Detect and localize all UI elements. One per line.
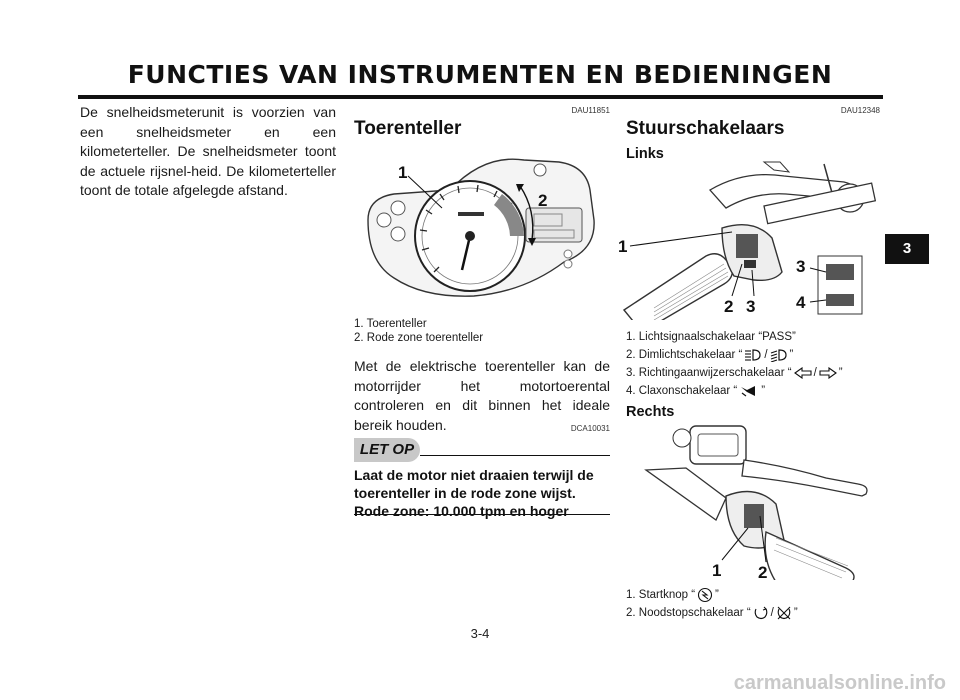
- right-caption-1: 1. Startknop “ ”: [626, 586, 886, 604]
- caution-text: Laat de motor niet draaien terwijl de to…: [354, 467, 594, 519]
- section-heading-handlebar: Stuurschakelaars: [626, 118, 785, 139]
- left-caption-2: 2. Dimlichtschakelaar “ / ”: [626, 348, 794, 362]
- watermark: carmanualsonline.info: [733, 672, 946, 694]
- tachometer-figure: 1 2: [367, 158, 595, 297]
- caption-tachometer-1: 1. Toerenteller: [354, 318, 427, 330]
- engine-stop-icon: [777, 606, 791, 620]
- callout-2: 2: [538, 191, 547, 210]
- caution-rule-bottom: [354, 514, 610, 515]
- engine-run-icon: [754, 606, 768, 620]
- right-captions: 1. Startknop “ ” 2. Noodstopschakelaar “…: [626, 586, 886, 622]
- left-caption-3: 3. Richtingaanwijzerschakelaar “ / ”: [626, 366, 843, 379]
- ref-code-handlebar: DAU12348: [840, 106, 880, 115]
- right-caption-2: 2. Noodstopschakelaar “ / ”: [626, 604, 886, 622]
- subheading-right: Rechts: [626, 404, 675, 420]
- horn-icon: [741, 386, 756, 397]
- left-captions: 1. Lichtsignaalschakelaar “PASS” 2. Diml…: [626, 328, 886, 400]
- high-beam-icon: [745, 349, 761, 361]
- left-callout-1: 1: [618, 237, 627, 256]
- chapter-tab[interactable]: 3: [885, 234, 929, 264]
- left-caption-1: 1. Lichtsignaalschakelaar “PASS”: [626, 330, 796, 343]
- intro-paragraph: De snelheidsmeterunit is voorzien van ee…: [80, 104, 336, 198]
- callout-1: 1: [398, 163, 407, 182]
- turn-left-arrow-icon: [793, 367, 812, 379]
- right-callout-2: 2: [758, 563, 767, 580]
- caution-rule-top: [420, 455, 610, 456]
- section-heading-tachometer: Toerenteller: [354, 118, 462, 139]
- left-caption-4: 4. Claxonschakelaar “ ”: [626, 384, 766, 397]
- caution-label: LET OP: [354, 438, 420, 462]
- ref-code-tachometer: DAU11851: [571, 106, 610, 115]
- left-switch-figure: 1 2 3 3 4: [618, 161, 876, 320]
- low-beam-icon: [770, 349, 787, 362]
- start-button-icon: [697, 587, 713, 603]
- left-callout-3: 3: [746, 297, 755, 316]
- subheading-left: Links: [626, 146, 664, 162]
- turn-right-arrow-icon: [819, 367, 837, 379]
- inset-callout-3: 3: [796, 257, 805, 276]
- tachometer-description: Met de elektrische toerenteller kan de m…: [354, 358, 610, 433]
- inset-callout-4: 4: [796, 293, 806, 312]
- left-callout-2: 2: [724, 297, 733, 316]
- page-number: 3-4: [470, 626, 490, 641]
- right-callout-1: 1: [712, 561, 721, 580]
- caption-tachometer-2: 2. Rode zone toerenteller: [354, 332, 484, 344]
- header-rule: [78, 95, 883, 99]
- ref-code-caution: DCA10031: [570, 424, 610, 433]
- right-switch-figure: 1 2: [644, 425, 868, 580]
- page-header-title: FUNCTIES VAN INSTRUMENTEN EN BEDIENINGEN: [127, 60, 833, 89]
